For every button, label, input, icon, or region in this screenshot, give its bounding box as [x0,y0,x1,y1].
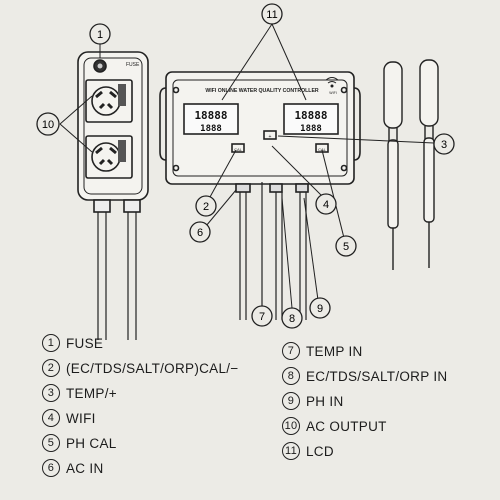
svg-text:1: 1 [97,29,103,41]
legend-item-ec-in: 8 EC/TDS/SALT/ORP IN [282,367,447,385]
legend-label: TEMP/+ [66,385,117,401]
legend-label: (EC/TDS/SALT/ORP)CAL/− [66,360,239,376]
legend-item-temp-plus: 3 TEMP/+ [42,384,117,402]
legend-num: 5 [42,434,60,452]
legend-label: AC OUTPUT [306,418,387,434]
legend-num: 8 [282,367,300,385]
svg-text:7: 7 [259,311,265,323]
fuse-mark: FUSE [126,62,140,68]
lcd-left [183,103,239,135]
probes [383,59,439,270]
lcd-right [283,103,339,135]
device-title: WIFI ONLINE WATER QUALITY CONTROLLER [205,88,319,94]
legend-item-temp-in: 7 TEMP IN [282,342,363,360]
svg-text:3: 3 [441,139,447,151]
callout-9: 9 [309,297,331,319]
svg-text:9: 9 [317,303,323,315]
callout-11: 11 [261,3,283,25]
legend-item-ac-in: 6 AC IN [42,459,104,477]
legend-item-cal: 2 (EC/TDS/SALT/ORP)CAL/− [42,359,239,377]
lcd-right-line2: 1888 [300,124,322,134]
svg-text:11: 11 [266,9,277,21]
legend: 1 FUSE 2 (EC/TDS/SALT/ORP)CAL/− 3 TEMP/+… [42,334,482,484]
legend-num: 2 [42,359,60,377]
legend-label: LCD [306,443,334,459]
legend-label: PH CAL [66,435,117,451]
plus-label: + [269,134,272,140]
svg-text:5: 5 [343,241,349,253]
callout-1: 1 [89,23,111,45]
temp-plus-button[interactable] [263,130,277,140]
svg-text:8: 8 [289,313,295,325]
socket-box [77,51,149,340]
legend-label: EC/TDS/SALT/ORP IN [306,368,448,384]
legend-item-lcd: 11 LCD [282,442,334,460]
lcd-right-line1: 18888 [294,109,327,122]
callout-3: 3 [433,133,455,155]
wifi-icon [325,77,339,88]
legend-label: TEMP IN [306,343,363,359]
legend-item-wifi: 4 WIFI [42,409,96,427]
legend-label: FUSE [66,335,104,351]
legend-num: 3 [42,384,60,402]
cal-button-left[interactable] [231,143,245,153]
probe-1 [383,61,403,129]
cal-right-label: CAL [318,147,327,152]
callout-7: 7 [251,305,273,327]
callout-5: 5 [335,235,357,257]
legend-item-ph-cal: 5 PH CAL [42,434,117,452]
legend-label: WIFI [66,410,96,426]
lcd-left-line1: 18888 [194,109,227,122]
legend-num: 10 [282,417,300,435]
legend-label: PH IN [306,393,344,409]
legend-num: 11 [282,442,300,460]
legend-item-ac-output: 10 AC OUTPUT [282,417,387,435]
callout-10: 10 [36,112,60,136]
socket-bottom [85,135,133,179]
legend-num: 6 [42,459,60,477]
callout-2: 2 [195,195,217,217]
controller-body [159,71,361,320]
svg-text:6: 6 [197,227,203,239]
legend-num: 9 [282,392,300,410]
legend-num: 7 [282,342,300,360]
wifi-mark: WIFI [329,91,336,95]
callout-8: 8 [281,307,303,329]
svg-text:10: 10 [42,119,54,131]
legend-label: AC IN [66,460,104,476]
legend-num: 1 [42,334,60,352]
svg-text:4: 4 [323,199,329,211]
leader-lines [59,23,435,309]
legend-num: 4 [42,409,60,427]
legend-item-fuse: 1 FUSE [42,334,103,352]
legend-item-ph-in: 9 PH IN [282,392,344,410]
lcd-left-line2: 1888 [200,124,222,134]
callouts: 11 1 10 2 3 4 5 6 7 8 9 [36,3,455,329]
callout-6: 6 [189,221,211,243]
cal-left-label: CAL [234,147,243,152]
svg-text:2: 2 [203,201,209,213]
callout-4: 4 [315,193,337,215]
probe-2 [419,59,439,127]
